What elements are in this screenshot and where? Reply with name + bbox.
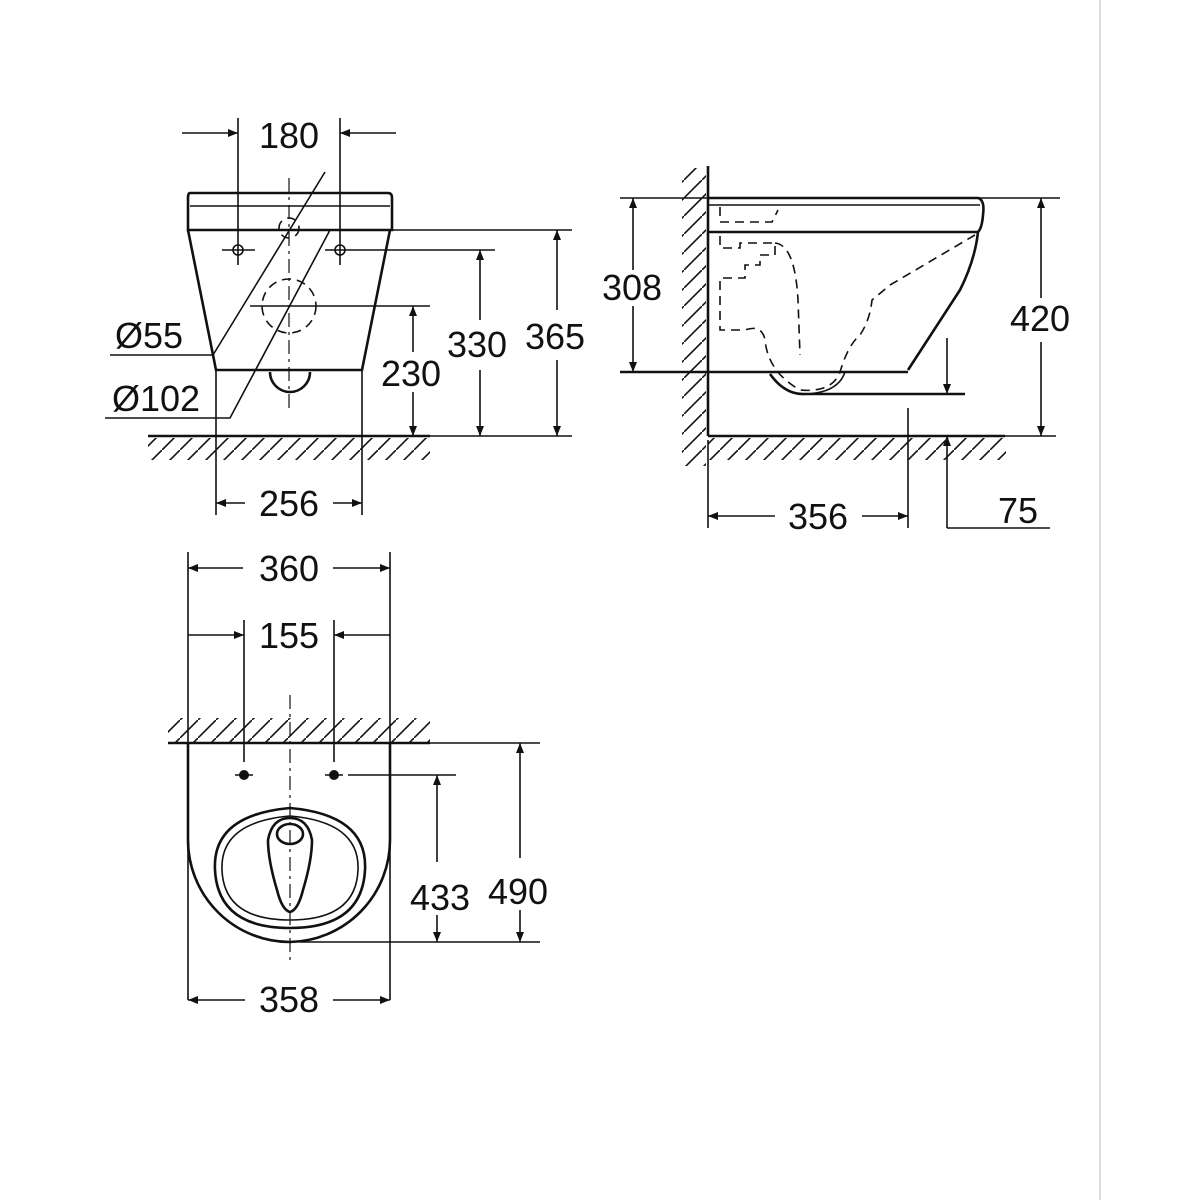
seat-side-outline <box>708 196 985 234</box>
hidden-flush-line <box>719 207 779 223</box>
dim-490: 490 <box>488 871 548 912</box>
dim-360: 360 <box>259 548 319 589</box>
dim-diameter-102: Ø102 <box>112 378 200 419</box>
dim-180: 180 <box>259 115 319 156</box>
dim-256: 256 <box>259 483 319 524</box>
outlet-profile <box>768 373 965 396</box>
fixing-hole-marks <box>222 244 495 256</box>
dim-420: 420 <box>1010 298 1070 339</box>
dim-diameter-55: Ø55 <box>115 315 183 356</box>
dim-308: 308 <box>602 267 662 308</box>
inlet-circle-55 <box>278 217 300 239</box>
floor-hatching <box>148 438 430 460</box>
outlet-arc <box>268 371 312 394</box>
seat-outline <box>186 191 394 232</box>
seat-rim-outline <box>213 806 367 930</box>
bowl-opening <box>266 816 314 914</box>
leader-55 <box>110 171 326 356</box>
hidden-trap-line <box>719 234 976 392</box>
floor-hatching <box>708 438 1006 460</box>
fixing-holes <box>235 770 343 780</box>
dim-330: 330 <box>447 324 507 365</box>
dim-155: 155 <box>259 615 319 656</box>
leader-102 <box>105 229 331 419</box>
front-view: 180 Ø55 Ø102 230 330 365 256 <box>105 115 585 524</box>
wall-hatching <box>168 718 430 742</box>
top-view: 360 155 433 490 358 <box>168 548 548 1020</box>
hidden-channel-line <box>774 242 801 356</box>
dim-358: 358 <box>259 979 319 1020</box>
side-view: 308 420 356 75 <box>602 166 1070 537</box>
dim-75: 75 <box>998 490 1038 531</box>
dim-356: 356 <box>788 496 848 537</box>
wall-hatching <box>682 168 706 466</box>
dim-365: 365 <box>525 316 585 357</box>
dim-433: 433 <box>410 877 470 918</box>
bowl-front-profile <box>906 231 980 371</box>
dim-230: 230 <box>381 353 441 394</box>
